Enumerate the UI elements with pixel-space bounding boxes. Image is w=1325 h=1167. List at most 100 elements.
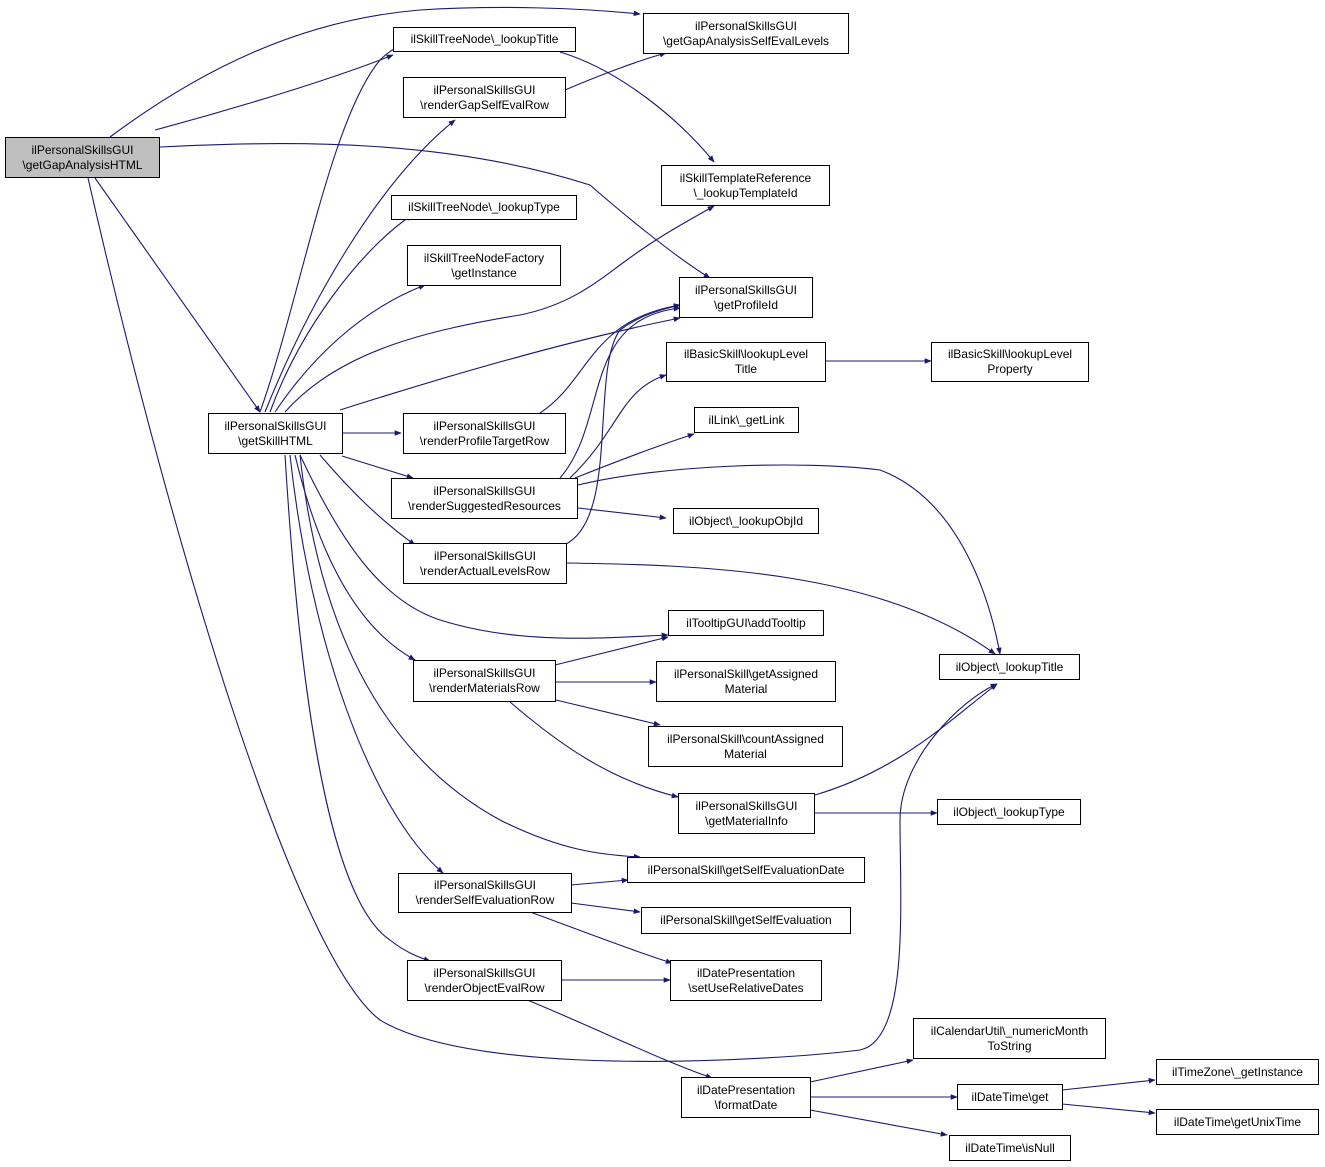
edge-root-lookuptitle-obj bbox=[87, 177, 998, 1062]
node-render-object-eval-row[interactable]: ilPersonalSkillsGUI \renderObjectEvalRow bbox=[407, 960, 562, 1001]
node-get-profile-id[interactable]: ilPersonalSkillsGUI \getProfileId bbox=[679, 277, 813, 318]
node-line: ilDateTime\get bbox=[971, 1089, 1049, 1104]
node-line: \renderGapSelfEvalRow bbox=[420, 97, 549, 112]
node-line: ilPersonalSkillsGUI bbox=[433, 965, 536, 980]
node-object-lookup-title[interactable]: ilObject\_lookupTitle bbox=[939, 654, 1080, 680]
edge-skill-nodefactory bbox=[274, 284, 426, 413]
node-line: \renderObjectEvalRow bbox=[424, 980, 545, 995]
edge-skill-selfevalrow bbox=[289, 454, 444, 874]
node-line: \renderSelfEvaluationRow bbox=[415, 893, 555, 907]
node-render-materials-row[interactable]: ilPersonalSkillsGUI \renderMaterialsRow bbox=[413, 660, 556, 702]
node-line: ilSkillTreeNode\_lookupTitle bbox=[410, 32, 559, 46]
node-render-gap-self-eval-row[interactable]: ilPersonalSkillsGUI \renderGapSelfEvalRo… bbox=[403, 77, 566, 118]
node-line: \getMaterialInfo bbox=[705, 813, 788, 828]
node-timezone-get-instance[interactable]: ilTimeZone\_getInstance bbox=[1156, 1059, 1319, 1085]
node-personal-skill-count-assigned-material[interactable]: ilPersonalSkill\countAssigned Material bbox=[648, 726, 843, 767]
node-render-profile-target-row[interactable]: ilPersonalSkillsGUI \renderProfileTarget… bbox=[403, 413, 566, 454]
edge-datetimeget-timezone bbox=[1061, 1077, 1156, 1091]
edge-root-getprofileid bbox=[159, 143, 711, 279]
node-line: ilPersonalSkillsGUI bbox=[224, 418, 327, 433]
node-get-gap-analysis-html[interactable]: ilPersonalSkillsGUI \getGapAnalysisHTML bbox=[5, 137, 160, 178]
edge-suggested-getprofileid bbox=[559, 305, 681, 479]
edge-gapselfeval-levels bbox=[564, 51, 667, 91]
node-line: \formatDate bbox=[714, 1097, 778, 1112]
node-line: Material bbox=[724, 681, 768, 696]
node-line: ilPersonalSkill\getSelfEvaluationDate bbox=[647, 862, 845, 877]
node-line: ilPersonalSkillsGUI bbox=[433, 548, 537, 563]
node-date-presentation-set-use-relative-dates[interactable]: ilDatePresentation \setUseRelativeDates bbox=[670, 960, 822, 1001]
node-line: \renderActualLevelsRow bbox=[419, 563, 551, 578]
node-line: \_lookupTemplateId bbox=[693, 185, 798, 200]
node-calendar-util-numeric-month-to-string[interactable]: ilCalendarUtil\_numericMonth ToString bbox=[913, 1018, 1106, 1059]
node-line: ilPersonalSkillsGUI bbox=[31, 142, 134, 157]
edge-materials-getmaterialinfo bbox=[509, 701, 679, 799]
node-line: Property bbox=[987, 362, 1033, 376]
node-render-self-evaluation-row[interactable]: ilPersonalSkillsGUI \renderSelfEvaluatio… bbox=[398, 873, 572, 913]
node-skilltreenode-lookup-title[interactable]: ilSkillTreeNode\_lookupTitle bbox=[393, 27, 576, 52]
node-skill-tree-node-factory-get-instance[interactable]: ilSkillTreeNodeFactory \getInstance bbox=[407, 245, 561, 286]
node-line: ToString bbox=[987, 1038, 1032, 1053]
node-line: ilPersonalSkillsGUI bbox=[694, 18, 798, 33]
edge-formatdate-isnull bbox=[809, 1109, 948, 1137]
node-datetime-get-unix-time[interactable]: ilDateTime\getUnixTime bbox=[1156, 1109, 1319, 1135]
node-line: ilDateTime\getUnixTime bbox=[1173, 1114, 1302, 1129]
node-line: ilBasicSkill\lookupLevel bbox=[947, 347, 1073, 361]
node-line: ilDatePresentation bbox=[696, 1082, 796, 1097]
node-link-get-link[interactable]: ilLink\_getLink bbox=[694, 407, 799, 433]
node-line: ilPersonalSkillsGUI bbox=[433, 418, 536, 433]
node-line: ilSkillTemplateReference bbox=[679, 170, 812, 185]
node-date-presentation-format-date[interactable]: ilDatePresentation \formatDate bbox=[681, 1077, 811, 1118]
edge-selfevalrow-getselfeval bbox=[570, 902, 641, 914]
node-line: \getGapAnalysisHTML bbox=[22, 157, 143, 172]
node-line: ilPersonalSkillsGUI bbox=[433, 82, 536, 97]
node-line: ilBasicSkill\lookupLevel bbox=[683, 347, 809, 361]
edge-selfevalrow-setrelative bbox=[529, 911, 673, 964]
node-basic-skill-lookup-level-property[interactable]: ilBasicSkill\lookupLevel Property bbox=[931, 342, 1089, 382]
edge-materialinfo-objlookuptitle bbox=[814, 683, 998, 796]
edge-root-gapselfevallevels bbox=[109, 6, 641, 138]
edge-skill-getprofileid bbox=[339, 316, 681, 411]
node-line: \renderMaterialsRow bbox=[429, 681, 540, 695]
edge-skill-actuallevelsrow bbox=[319, 454, 416, 546]
node-line: ilTooltipGUI\addTooltip bbox=[686, 615, 806, 630]
node-line: ilSkillTreeNodeFactory bbox=[423, 250, 545, 265]
node-get-skill-html[interactable]: ilPersonalSkillsGUI \getSkillHTML bbox=[208, 413, 343, 454]
edge-materials-countassigned bbox=[555, 699, 661, 727]
node-line: \renderSuggestedResources bbox=[408, 498, 561, 513]
node-line: ilPersonalSkill\getSelfEvaluation bbox=[660, 913, 832, 927]
node-line: ilPersonalSkill\countAssigned bbox=[667, 731, 824, 746]
node-get-gap-analysis-self-eval-levels[interactable]: ilPersonalSkillsGUI \getGapAnalysisSelfE… bbox=[643, 13, 849, 54]
node-personal-skill-get-assigned-material[interactable]: ilPersonalSkill\getAssigned Material bbox=[656, 661, 836, 702]
node-line: ilObject\_lookupTitle bbox=[955, 659, 1064, 674]
edge-skill-objectevalrow bbox=[284, 454, 431, 962]
node-personal-skill-get-self-evaluation[interactable]: ilPersonalSkill\getSelfEvaluation bbox=[641, 907, 851, 934]
edge-materials-addtooltip bbox=[554, 635, 669, 666]
edge-suggested-objlookuptitle bbox=[577, 464, 1002, 655]
node-line: ilObject\_lookupObjId bbox=[688, 513, 804, 528]
edge-datetimeget-unixtime bbox=[1061, 1103, 1156, 1116]
node-object-lookup-obj-id[interactable]: ilObject\_lookupObjId bbox=[673, 508, 819, 534]
node-render-actual-levels-row[interactable]: ilPersonalSkillsGUI \renderActualLevelsR… bbox=[403, 543, 567, 584]
node-get-material-info[interactable]: ilPersonalSkillsGUI \getMaterialInfo bbox=[678, 793, 815, 834]
node-skilltreenode-lookup-type[interactable]: ilSkillTreeNode\_lookupType bbox=[391, 195, 577, 220]
node-line: ilTimeZone\_getInstance bbox=[1172, 1064, 1303, 1079]
edge-suggested-getlink bbox=[574, 433, 695, 479]
node-skill-template-reference-lookup-template-id[interactable]: ilSkillTemplateReference \_lookupTemplat… bbox=[661, 165, 830, 206]
node-line: Title bbox=[734, 362, 758, 376]
node-personal-skill-get-self-evaluation-date[interactable]: ilPersonalSkill\getSelfEvaluationDate bbox=[627, 857, 865, 883]
node-line: ilPersonalSkillsGUI bbox=[695, 798, 798, 813]
node-line: \getInstance bbox=[451, 265, 517, 280]
node-tooltip-add-tooltip[interactable]: ilTooltipGUI\addTooltip bbox=[668, 610, 824, 636]
node-basic-skill-lookup-level-title[interactable]: ilBasicSkill\lookupLevel Title bbox=[666, 342, 826, 382]
edge-skill-suggestedresources bbox=[341, 455, 414, 479]
node-line: ilPersonalSkillsGUI bbox=[433, 483, 536, 498]
edge-suggested-lookupleveltitle bbox=[569, 374, 667, 479]
node-datetime-get[interactable]: ilDateTime\get bbox=[957, 1084, 1063, 1110]
edge-profiletarget-getprofileid bbox=[539, 303, 681, 414]
node-render-suggested-resources[interactable]: ilPersonalSkillsGUI \renderSuggestedReso… bbox=[391, 478, 578, 519]
node-datetime-is-null[interactable]: ilDateTime\isNull bbox=[949, 1135, 1071, 1161]
node-line: ilCalendarUtil\_numericMonth bbox=[930, 1023, 1089, 1038]
node-object-lookup-type[interactable]: ilObject\_lookupType bbox=[937, 799, 1081, 825]
